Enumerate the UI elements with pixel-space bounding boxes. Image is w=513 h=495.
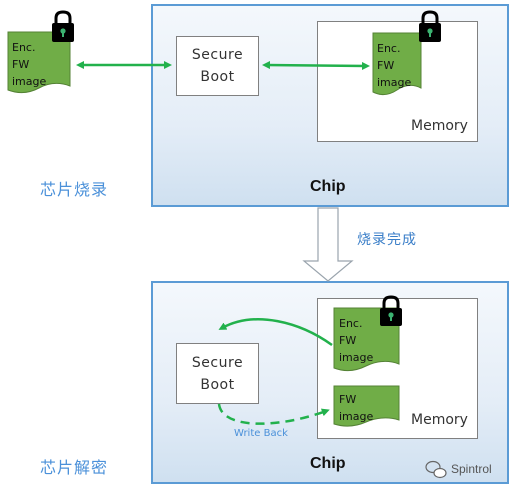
bottom-enc-doc-line1: Enc. — [339, 317, 363, 330]
bottom-secure-boot: Secure Boot — [176, 343, 259, 404]
arrow-enc-doc-to-secure-boot — [218, 318, 333, 347]
bottom-enc-doc-line3: image — [339, 351, 374, 364]
bottom-memory-label: Memory — [411, 412, 468, 428]
bottom-stage-label: 芯片解密 — [40, 458, 109, 477]
burn-complete-arrow — [302, 207, 354, 282]
top-secure-boot-line1: Secure — [191, 47, 244, 63]
left-enc-fw-doc — [7, 31, 71, 94]
wechat-icon — [425, 460, 447, 479]
top-memory-doc-line3: image — [377, 76, 412, 89]
top-stage-label: 芯片烧录 — [40, 180, 109, 199]
left-doc-line3: image — [12, 75, 47, 88]
lock-icon — [419, 10, 441, 42]
top-secure-boot-line2: Boot — [200, 69, 235, 85]
top-memory-label: Memory — [411, 118, 468, 134]
lock-icon — [380, 295, 402, 326]
arrow-write-back — [217, 403, 330, 425]
bottom-chip-label: Chip — [310, 455, 346, 472]
write-back-label: Write Back — [234, 428, 288, 439]
bottom-fw-doc-line2: image — [339, 410, 374, 423]
bottom-enc-doc-line2: FW — [339, 334, 357, 347]
bottom-fw-doc — [333, 385, 400, 427]
left-doc-line1: Enc. — [12, 41, 36, 54]
burn-complete-label: 烧录完成 — [357, 232, 417, 248]
bottom-fw-doc-line1: FW — [339, 393, 357, 406]
left-doc-line2: FW — [12, 58, 30, 71]
top-chip-label: Chip — [310, 178, 346, 195]
lock-icon — [52, 10, 74, 42]
top-memory-doc-line2: FW — [377, 59, 395, 72]
bottom-secure-boot-line1: Secure — [191, 355, 244, 371]
top-memory-doc-line1: Enc. — [377, 42, 401, 55]
top-memory-enc-fw-doc — [372, 32, 422, 96]
bottom-secure-boot-line2: Boot — [200, 377, 235, 393]
top-secure-boot: Secure Boot — [176, 36, 259, 96]
arrow-secure-boot-to-memory — [262, 61, 370, 70]
watermark-text: Spintrol — [451, 462, 492, 476]
